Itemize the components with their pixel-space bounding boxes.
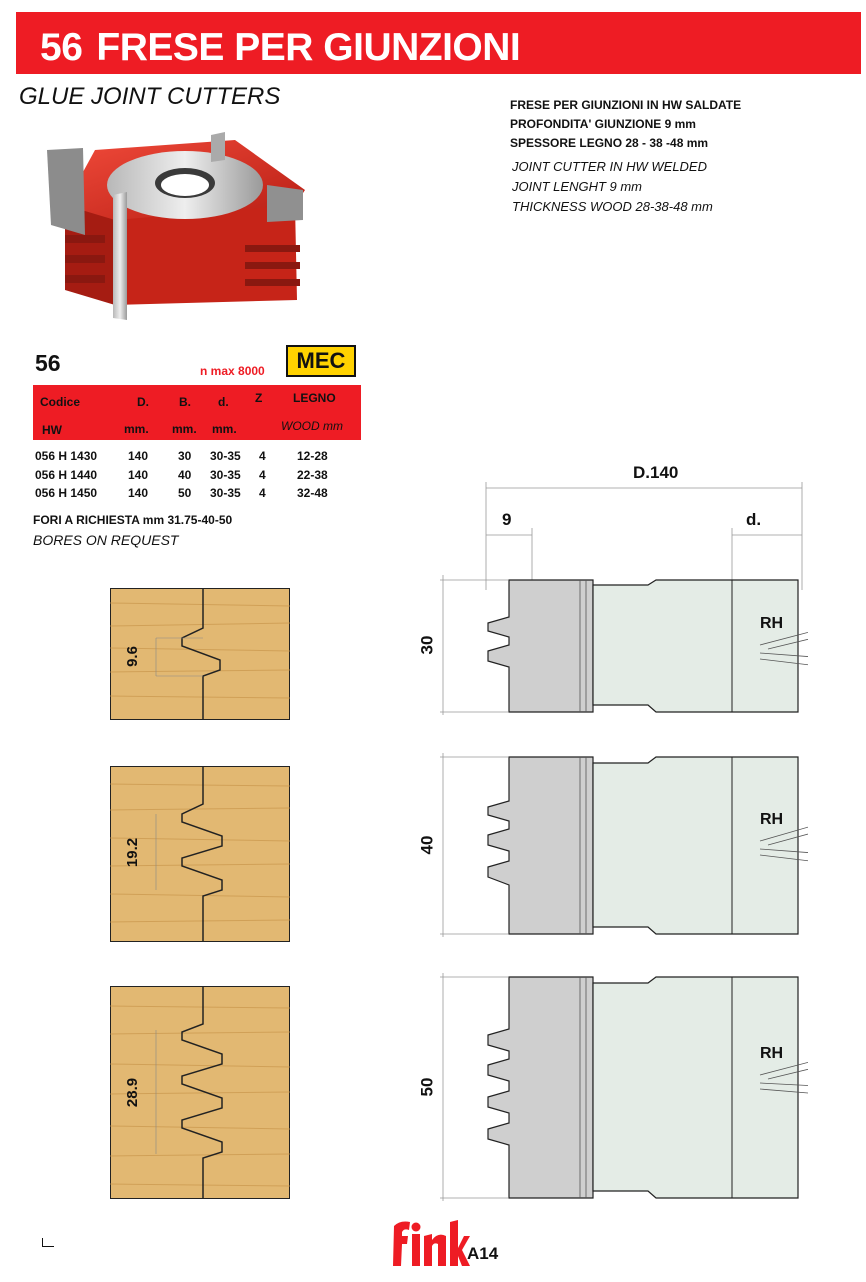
specifications: FRESE PER GIUNZIONI IN HW SALDATE PROFON… (510, 96, 850, 217)
spec-it-line: SPESSORE LEGNO 28 - 38 -48 mm (510, 136, 709, 150)
cell-bore: 30-35 (210, 468, 241, 482)
col-subheader-mm: mm. (212, 422, 237, 436)
spec-en-line: JOINT LENGHT 9 mm (512, 179, 643, 194)
mec-badge: MEC (286, 345, 356, 377)
cell-code: 056 H 1440 (35, 468, 98, 482)
dimension-lines: D.140 9 d. (440, 460, 810, 590)
cell-diameter: 140 (128, 449, 149, 463)
depth-label: 9 (502, 510, 512, 529)
cell-z: 4 (259, 468, 266, 482)
rotation-label: RH (760, 615, 784, 632)
bores-note-it: FORI A RICHIESTA mm 31.75-40-50 (33, 513, 233, 527)
col-header-b: B. (179, 395, 191, 409)
col-header-wood: LEGNO (293, 391, 336, 405)
bore-label: d. (746, 510, 762, 529)
cell-b: 30 (178, 449, 192, 463)
cutter-profile-50: RH 50 (417, 973, 808, 1201)
height-label: 30 (417, 635, 437, 655)
cell-bore: 30-35 (210, 449, 241, 463)
col-header-bore: d. (218, 395, 229, 409)
wood-joint-sample: 19.2 (110, 766, 290, 942)
cell-wood: 32-48 (297, 486, 328, 500)
wood-joint-sample: 28.9 (110, 986, 290, 1199)
bores-note-en: BORES ON REQUEST (33, 532, 179, 548)
spec-it-line: PROFONDITA' GIUNZIONE 9 mm (510, 117, 696, 131)
cutter-profile-40: RH 40 (417, 753, 808, 937)
rotation-label: RH (760, 1045, 784, 1062)
col-subheader-mm: mm. (172, 422, 197, 436)
cell-code: 056 H 1450 (35, 486, 98, 500)
col-header-z: Z (255, 391, 263, 405)
rotation-label: RH (760, 811, 784, 828)
model-number: 56 (35, 350, 61, 376)
cell-z: 4 (259, 449, 266, 463)
cell-code: 056 H 1430 (35, 449, 98, 463)
table-row: 056 H 1430 140 30 30-35 4 12-28 (35, 449, 365, 465)
title-banner: 56 FRESE PER GIUNZIONI (16, 12, 861, 74)
table-row: 056 H 1450 140 50 30-35 4 32-48 (35, 486, 365, 502)
cutter-profile-30: RH 30 (417, 575, 808, 715)
catalog-number: 56 (40, 26, 83, 69)
cell-wood: 12-28 (297, 449, 328, 463)
cell-wood: 22-38 (297, 468, 328, 482)
max-speed: n max 8000 (200, 364, 265, 378)
height-label: 50 (417, 1077, 437, 1097)
joint-depth-label: 28.9 (124, 1077, 142, 1108)
spec-it-line: FRESE PER GIUNZIONI IN HW SALDATE (510, 98, 742, 112)
wood-joint-sample: 9.6 (110, 588, 290, 720)
page-number: A14 (467, 1244, 499, 1263)
cell-diameter: 140 (128, 468, 149, 482)
cell-bore: 30-35 (210, 486, 241, 500)
diameter-label: D.140 (633, 463, 679, 482)
joint-depth-label: 9.6 (123, 646, 141, 667)
col-subheader-mm: mm. (124, 422, 149, 436)
cell-b: 40 (178, 468, 192, 482)
brand-logo (390, 1218, 470, 1270)
spec-en-line: THICKNESS WOOD 28-38-48 mm (512, 199, 713, 214)
col-header-code: Codice (40, 395, 81, 409)
col-subheader-hw: HW (42, 423, 62, 437)
page-subtitle: GLUE JOINT CUTTERS (19, 83, 281, 110)
page-title: 56 FRESE PER GIUNZIONI (40, 26, 521, 70)
cell-diameter: 140 (128, 486, 149, 500)
col-subheader-wood: WOOD mm (281, 419, 343, 433)
corner-mark (42, 1238, 54, 1247)
table-header: Codice D. B. d. Z LEGNO HW mm. mm. mm. W… (33, 385, 361, 440)
table-row: 056 H 1440 140 40 30-35 4 22-38 (35, 468, 365, 484)
height-label: 40 (417, 835, 437, 855)
joint-depth-label: 19.2 (124, 837, 142, 868)
spec-en-line: JOINT CUTTER IN HW WELDED (512, 159, 707, 174)
cell-z: 4 (259, 486, 266, 500)
product-photo (35, 130, 323, 334)
cell-b: 50 (178, 486, 192, 500)
title-text: FRESE PER GIUNZIONI (96, 26, 521, 69)
col-header-d: D. (137, 395, 149, 409)
